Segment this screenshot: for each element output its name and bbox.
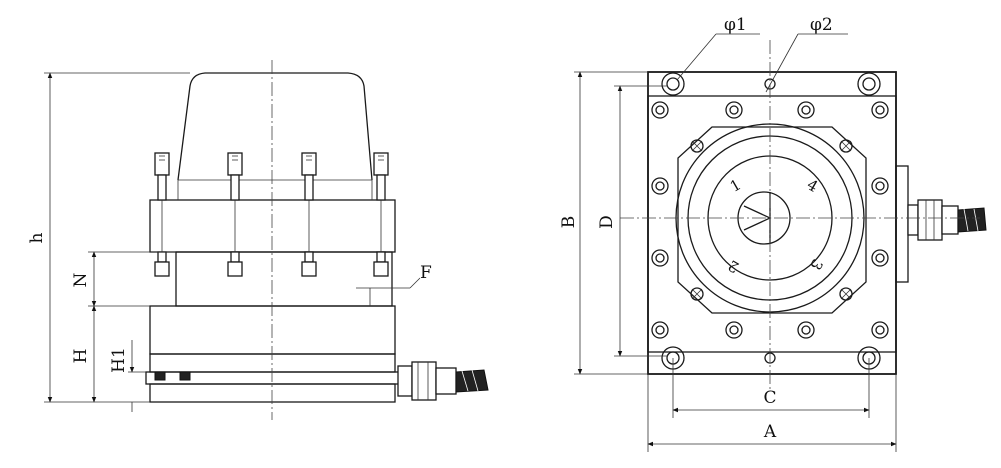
top-view: 1 4 2 3: [559, 15, 987, 452]
cable-gland-top: [907, 199, 987, 241]
dial-mark-3: 3: [806, 256, 826, 273]
dim-A-label: A: [763, 422, 777, 442]
dim-C-label: C: [763, 388, 776, 408]
dim-B-label: B: [559, 216, 579, 229]
dial-mark-2: 2: [725, 256, 742, 276]
dim-D-label: D: [597, 215, 617, 229]
dial-mark-4: 4: [804, 175, 821, 195]
dim-H1-label: H1: [109, 347, 129, 373]
stud-bolts: [154, 152, 389, 277]
dim-F-label: F: [420, 263, 432, 283]
hole-phi2-label: φ2: [810, 15, 833, 35]
cable-gland-side: [397, 361, 489, 401]
dial-mark-1: 1: [727, 175, 744, 195]
plate-bolt-holes: [651, 101, 889, 339]
side-view: h N H H1 F: [27, 60, 489, 420]
dim-h-label: h: [27, 232, 47, 243]
cover-screws: [690, 139, 853, 301]
hole-phi1-label: φ1: [724, 15, 747, 35]
dim-N-label: N: [71, 272, 91, 287]
dim-H-label: H: [71, 349, 91, 364]
corner-mounting-holes: [661, 72, 881, 370]
